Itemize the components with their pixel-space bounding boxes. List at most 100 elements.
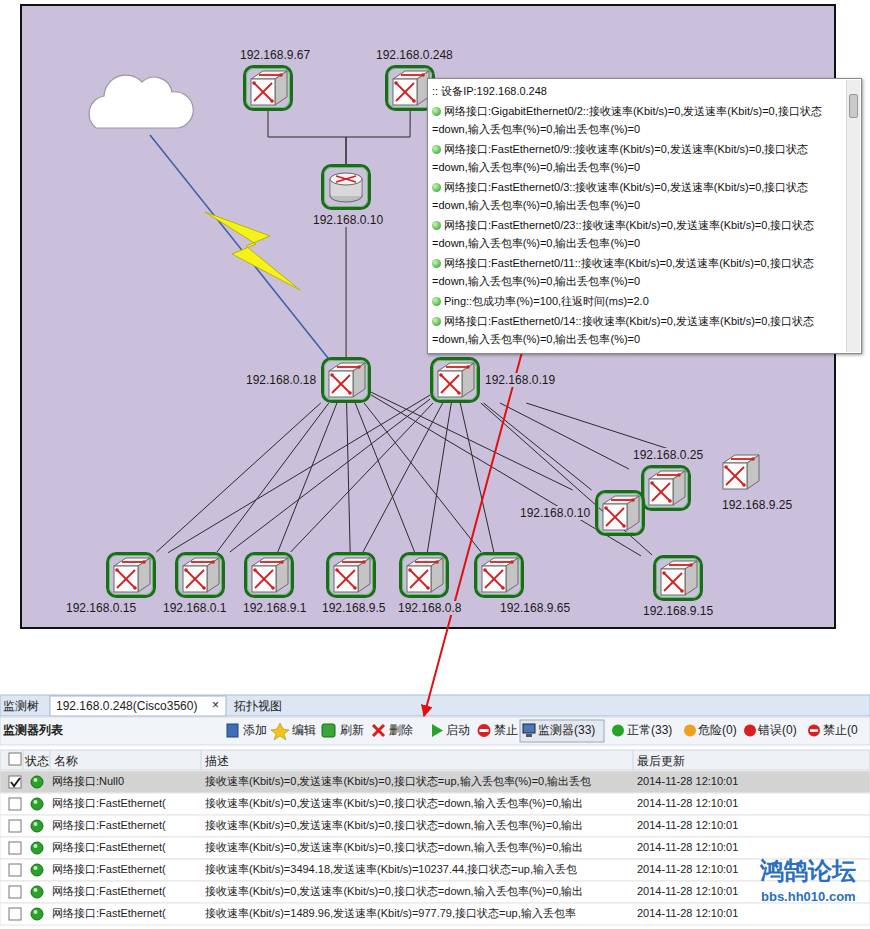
table-rows-part — [34, 866, 38, 870]
network-link — [355, 403, 414, 552]
switch-icon-part — [401, 74, 423, 76]
toolbar-part — [684, 725, 696, 737]
tab-bar — [0, 695, 870, 716]
toolbar-part — [612, 725, 624, 737]
switch-icon-part — [432, 359, 479, 402]
table-rows-part — [34, 844, 38, 848]
switch-icon-part — [490, 561, 512, 563]
table-rows-part — [0, 837, 870, 859]
table-rows-part — [9, 842, 21, 854]
switch-icon-part — [245, 554, 292, 597]
switch-icon-part — [408, 568, 412, 572]
device-icon — [715, 449, 765, 495]
switch-icon-part — [650, 481, 654, 485]
table-rows-part — [34, 778, 38, 782]
device-node: 192.168.9.25 — [703, 449, 777, 512]
switch-icon-part — [677, 473, 681, 477]
switch-icon — [641, 465, 691, 511]
table-cell: 接收速率(Kbit/s)=3494.18,发送速率(Kbit/s)=10237.… — [205, 863, 577, 876]
table-cell: 2014-11-28 12:10:01 — [637, 797, 738, 810]
device-node: 192.168.0.18 — [244, 357, 371, 403]
device-node: 192.168.0.25 — [629, 448, 703, 511]
table-cell: 网络接口:FastEthernet( — [52, 819, 166, 832]
switch-icon-part — [483, 568, 487, 572]
switch-icon-part — [259, 74, 281, 76]
switch-icon-part — [410, 570, 428, 588]
table-cell: 2014-11-28 12:10:01 — [637, 819, 738, 832]
switch-icon-part — [669, 564, 691, 566]
switch-icon-part — [438, 371, 462, 397]
device-icon — [321, 164, 371, 210]
tab-bar-part — [50, 696, 226, 716]
switch-icon-part — [426, 586, 430, 590]
toolbar-part — [520, 720, 604, 742]
switch-icon-part — [649, 479, 673, 505]
switch-icon-part — [202, 586, 206, 590]
switch-icon-part — [329, 556, 372, 595]
table-rows-part — [0, 815, 870, 837]
table-cell: 接收速率(Kbit/s)=0,发送速率(Kbit/s)=0,接口状态=down,… — [205, 819, 583, 832]
switch-icon-part — [389, 69, 432, 108]
switch-icon-part — [176, 554, 223, 597]
scroll-thumb — [849, 94, 858, 118]
network-link — [168, 395, 430, 553]
switch-icon-part — [482, 566, 506, 592]
switch-icon-part — [254, 83, 272, 101]
tab: 192.168.0.248(Cisco3560) — [56, 699, 197, 713]
table-header-part — [9, 753, 21, 765]
switch-icon — [399, 552, 449, 598]
toolbar-part — [432, 724, 443, 737]
tooltip-entry: 网络接口:FastEthernet0/11::接收速率(Kbit/s)=0,发送… — [432, 254, 842, 290]
device-icon — [595, 490, 645, 536]
switch-icon-part — [400, 554, 447, 597]
switch-icon-part — [186, 570, 204, 588]
status-dot — [432, 183, 441, 192]
ip-label: 192.168.0.8 — [396, 601, 463, 615]
switch-icon-part — [478, 556, 521, 595]
switch-icon-part — [599, 494, 642, 533]
switch-icon-part — [431, 558, 443, 592]
switch-icon — [244, 552, 294, 598]
ip-label: 192.168.0.1 — [161, 601, 228, 615]
status-dot — [432, 259, 441, 268]
ip-label: 192.168.9.1 — [241, 601, 308, 615]
device-icon — [474, 552, 524, 598]
status-dot — [432, 107, 441, 116]
switch-icon-part — [133, 586, 137, 590]
table-rows-part — [0, 859, 870, 881]
device-icon — [326, 552, 376, 598]
switch-icon — [175, 552, 225, 598]
device-node: 192.168.0.10 — [309, 164, 383, 227]
tooltip-text: 网络接口:FastEthernet0/9::接收速率(Kbit/s)=0,发送速… — [432, 143, 808, 173]
switch-icon-part — [457, 391, 461, 395]
switch-icon-part — [485, 570, 503, 588]
status-dot — [432, 297, 441, 306]
tab-close: × — [212, 698, 219, 712]
toolbar-part — [373, 725, 384, 736]
toolbar-button: 监测器(33) — [538, 723, 595, 737]
device-node: 192.168.0.10 — [518, 490, 645, 536]
tooltip-entry: 网络接口:FastEthernet0/3::接收速率(Kbit/s)=0,发送速… — [432, 178, 842, 214]
table-rows-part — [0, 903, 870, 925]
device-icon — [175, 552, 225, 598]
switch-icon-part — [664, 573, 682, 591]
cloud — [89, 75, 193, 128]
toolbar-button: 编辑 — [292, 723, 316, 737]
table-rows-part — [9, 776, 21, 788]
toolbar-button: 正常(33) — [627, 723, 672, 737]
switch-icon-part — [247, 69, 290, 108]
table-rows-part — [31, 820, 43, 832]
switch-icon — [474, 552, 524, 598]
ip-label: 192.168.0.25 — [631, 448, 705, 462]
switch-icon-part — [606, 508, 624, 526]
network-link — [500, 403, 629, 469]
switch-icon — [715, 449, 765, 495]
switch-icon-part — [726, 467, 744, 485]
status-dot — [432, 317, 441, 326]
switch-icon-part — [211, 560, 215, 564]
switch-icon-part — [664, 573, 682, 591]
tooltip-text: :: 设备IP:192.168.0.248 — [432, 85, 547, 97]
toolbar — [0, 717, 870, 745]
toolbar-part — [478, 724, 491, 737]
toolbar-button: 添加 — [243, 723, 267, 737]
